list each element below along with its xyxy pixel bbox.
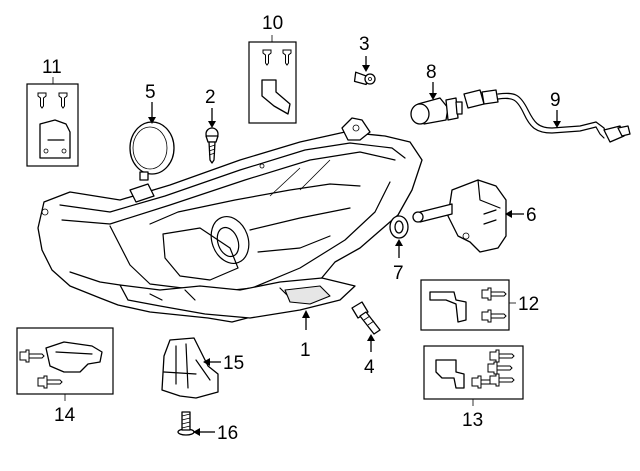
kit-10 [248,41,297,124]
kit-11 [26,83,79,167]
callout-number: 10 [262,13,283,34]
screw-16 [177,411,195,436]
kit-14 [16,327,114,395]
callout-number: 6 [526,205,537,226]
callout-number: 14 [54,405,76,426]
callout-number: 15 [223,353,244,374]
callout-number: 7 [393,263,404,284]
kit-12 [420,279,510,331]
headlamp-assembly [37,117,423,323]
callout-number: 1 [300,340,311,361]
callout-number: 16 [217,423,238,444]
bolt-4 [351,301,381,335]
callout-number: 13 [462,410,483,431]
callout-number: 12 [518,294,539,315]
dust-cap-5 [129,121,175,181]
callout-number: 2 [205,87,216,108]
leveling-motor-6 [412,179,507,253]
callout-number: 8 [426,62,437,83]
socket-wire-9 [463,89,631,143]
callout-number: 11 [42,57,62,78]
callout-number: 5 [145,82,156,103]
bracket-15 [161,337,219,399]
callout-number: 9 [550,90,561,111]
o-ring-7 [389,215,409,239]
callout-number: 3 [359,34,370,55]
screw-2 [205,127,219,164]
kit-13 [423,345,524,400]
callout-number: 4 [364,357,375,378]
bulb-8 [410,97,463,125]
bolt-3 [353,71,376,86]
